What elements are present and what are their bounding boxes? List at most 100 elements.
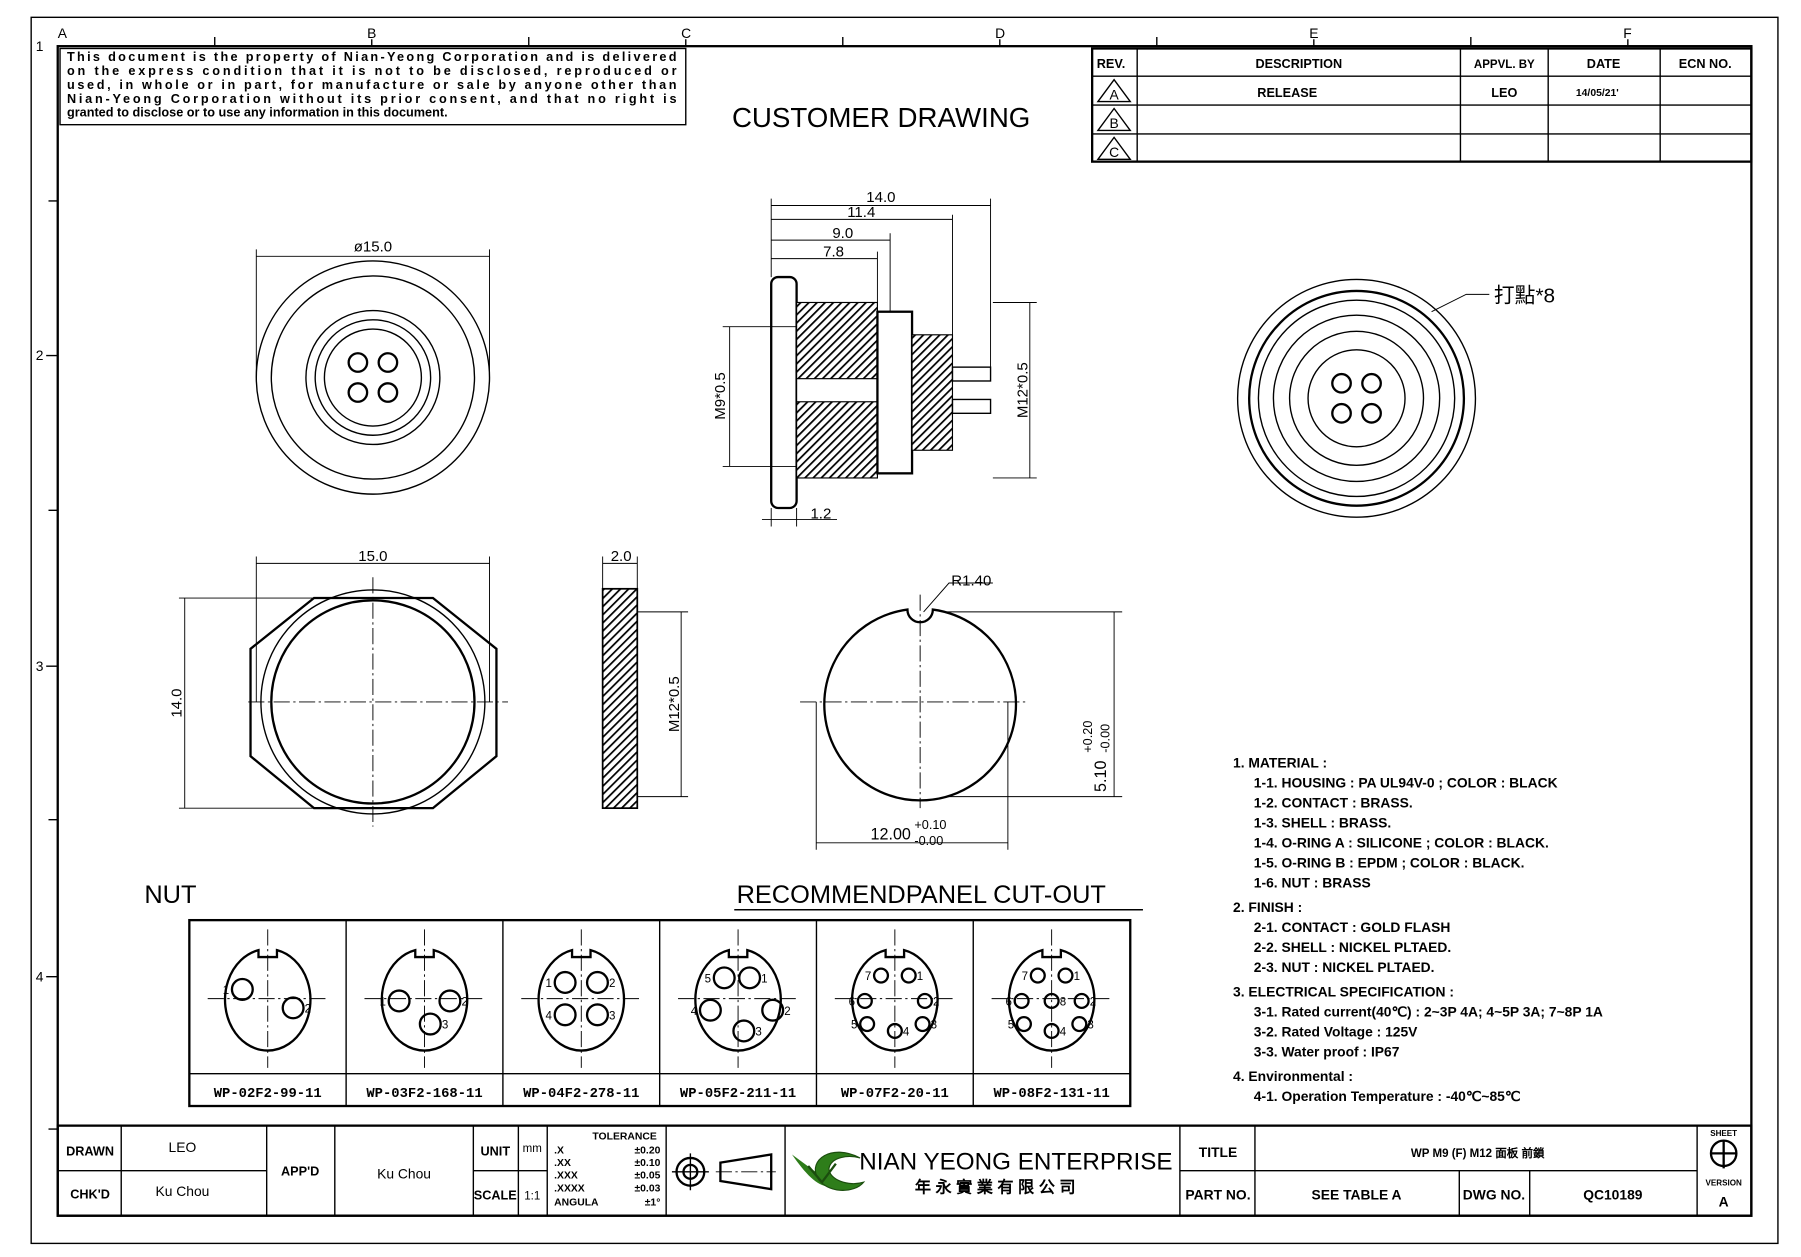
approved-label: APP'D [281, 1164, 319, 1178]
zone-f: F [1623, 25, 1631, 41]
drawing-title: CUSTOMER DRAWING [732, 102, 1030, 133]
tolerance-key: .XX [554, 1158, 571, 1169]
zone-2: 2 [36, 347, 44, 363]
pin-number: 2 [461, 997, 467, 1009]
note-line: 3-2. Rated Voltage : 125V [1254, 1024, 1418, 1040]
sheet-symbol-icon [1709, 1139, 1738, 1169]
dim-side-9: 9.0 [832, 225, 853, 242]
side-view: 14.0 11.4 9.0 7.8 M9*0.5 M12*0.5 1.2 [712, 189, 1037, 527]
company-logo [791, 1151, 866, 1191]
pin-contact [585, 1003, 609, 1027]
rev-description: RELEASE [1257, 86, 1317, 100]
pin-contact [1013, 992, 1030, 1010]
rev-a: A [1109, 86, 1119, 102]
front-view: ø15.0 [255, 239, 491, 495]
scale-label: SCALE [474, 1189, 517, 1203]
zone-c: C [681, 25, 691, 41]
notice-line: granted to disclose or to use any inform… [67, 106, 448, 120]
notice-line: This document is the property of Nian-Ye… [67, 50, 677, 64]
note-line: 2. FINISH : [1233, 899, 1302, 915]
pin-number: 1 [1074, 971, 1080, 983]
specification-notes: 1. MATERIAL :1-1. HOUSING : PA UL94V-0 ;… [1233, 755, 1603, 1104]
part-number: WP-03F2-168-11 [366, 1086, 482, 1102]
part-number: WP-02F2-99-11 [214, 1086, 322, 1102]
rear-view: 打點*8 [1236, 278, 1555, 518]
pin-contact [914, 1015, 931, 1033]
dim-cutout-flat-minus: -0.00 [1098, 724, 1112, 753]
note-line: 2-3. NUT : NICKEL PLTAED. [1254, 959, 1435, 975]
note-line: 1-4. O-RING A : SILICONE ; COLOR : BLACK… [1254, 835, 1549, 851]
rev-header: REV. [1097, 57, 1125, 71]
tolerance-key: .XXXX [554, 1183, 585, 1194]
notice-line: Nian-Yeong Corporation without its prior… [67, 92, 677, 106]
drawn-label: DRAWN [66, 1145, 114, 1159]
pin-contact [418, 1012, 442, 1036]
projection-symbol-icon [671, 1153, 776, 1191]
revision-row: B [1096, 107, 1132, 132]
nut-front-view: 15.0 14.0 [168, 548, 508, 827]
version-label: VERSION [1705, 1179, 1742, 1188]
pin-contact [1073, 992, 1090, 1010]
pin-number: 4 [903, 1027, 910, 1039]
dim-nut-thickness: 2.0 [611, 548, 632, 565]
pin-contact [1057, 967, 1074, 984]
revision-table: REV. DESCRIPTION APPVL. BY DATE ECN NO. … [1091, 47, 1753, 163]
panel-cutout-label: RECOMMENDPANEL CUT-OUT [737, 881, 1106, 909]
pin-number: 8 [1060, 997, 1066, 1009]
note-line: 2-2. SHELL : NICKEL PLTAED. [1254, 939, 1451, 955]
tolerance-value: ±0.10 [634, 1158, 660, 1169]
rear-marking-label: 打點*8 [1494, 284, 1555, 307]
approval-header: APPVL. BY [1474, 59, 1535, 71]
tolerance-key: ANGULA [554, 1197, 599, 1208]
pin-number: 6 [1005, 997, 1011, 1009]
notice-line: on the express condition that it is not … [67, 64, 677, 78]
tolerance-title: TOLERANCE [592, 1131, 656, 1142]
dwg-no-label: DWG NO. [1463, 1187, 1525, 1203]
pin-number: 5 [1008, 1020, 1014, 1032]
pin-number: 7 [865, 971, 871, 983]
connector-outline [1007, 948, 1096, 1052]
pin-contact [230, 977, 254, 1001]
zone-d: D [995, 25, 1005, 41]
tolerance-value: ±0.05 [634, 1171, 660, 1182]
pin-number: 2 [609, 978, 615, 990]
part-number: WP-08F2-131-11 [993, 1086, 1109, 1102]
pin-number: 3 [755, 1027, 761, 1039]
pin-number: 3 [442, 1020, 448, 1032]
ecn-header: ECN NO. [1679, 57, 1732, 71]
pin-number: 3 [931, 1020, 937, 1032]
approved-value: Ku Chou [377, 1166, 431, 1182]
pin-number: 1 [546, 978, 552, 990]
dim-side-78: 7.8 [823, 243, 844, 260]
nut-side-view: 2.0 M12*0.5 [601, 548, 689, 810]
pin-number: 4 [1060, 1027, 1067, 1039]
pin-number: 1 [917, 971, 923, 983]
connector-outline [537, 948, 626, 1052]
checked-label: CHK'D [70, 1187, 110, 1201]
dim-thread-m9: M9*0.5 [712, 372, 729, 420]
pin-number: 4 [546, 1010, 553, 1022]
pin-contact [1015, 1015, 1033, 1033]
note-line: 3-3. Water proof : IP67 [1254, 1044, 1400, 1060]
dim-cutout-width: 12.00 [870, 825, 910, 843]
revision-row: A RELEASE LEO 14/05/21' [1096, 78, 1619, 103]
dim-side-11: 11.4 [847, 204, 875, 221]
outer-border [30, 16, 1779, 1245]
pin-number: 2 [933, 997, 939, 1009]
pin-number: 3 [1087, 1020, 1093, 1032]
pin-number: 4 [691, 1006, 698, 1018]
part-no-value: SEE TABLE A [1312, 1187, 1402, 1203]
rev-c: C [1109, 144, 1119, 160]
tolerance-key: .X [554, 1145, 564, 1156]
dim-side-total: 14.0 [866, 189, 895, 206]
note-line: 3-1. Rated current(40℃) : 2~3P 4A; 4~5P … [1254, 1004, 1603, 1020]
pin-contact [1043, 992, 1060, 1010]
checked-value: Ku Chou [155, 1183, 209, 1199]
connector-outline [380, 948, 469, 1052]
pin-contact [553, 970, 577, 995]
tolerance-value: ±0.20 [634, 1145, 660, 1156]
